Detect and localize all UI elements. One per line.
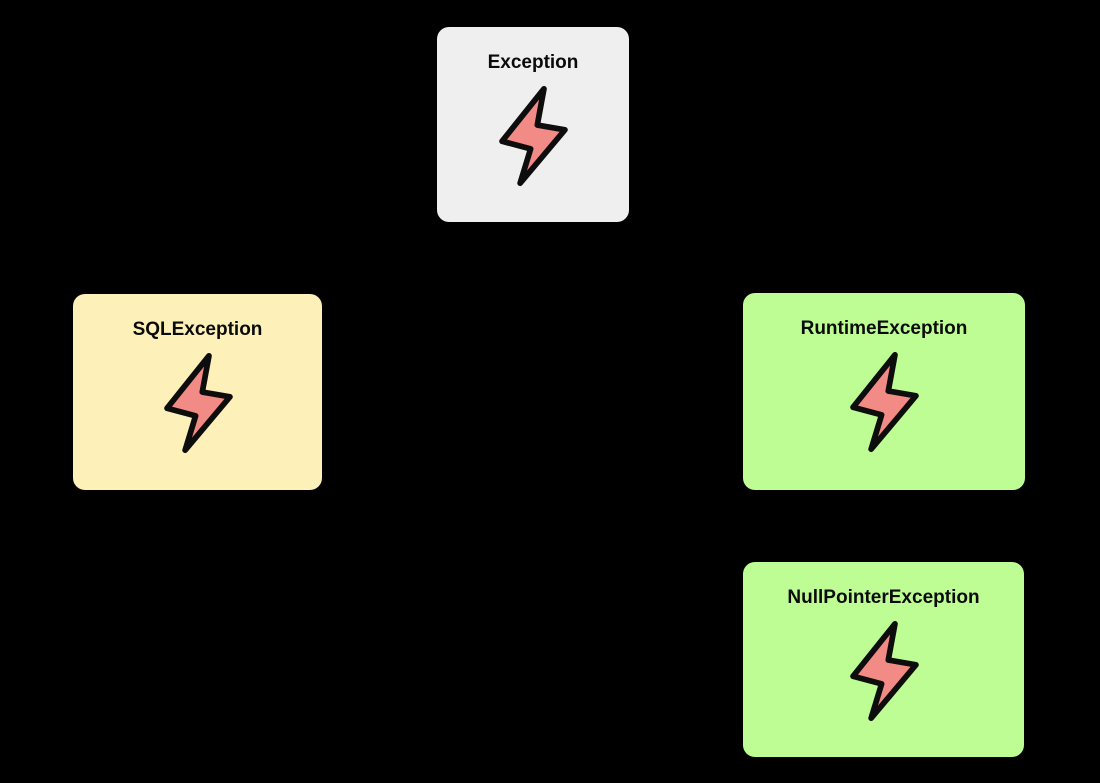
lightning-bolt-icon xyxy=(849,620,919,722)
lightning-bolt-icon xyxy=(499,85,568,187)
node-runtimeexception-label: RuntimeException xyxy=(800,318,968,339)
node-exception: Exception xyxy=(437,27,629,222)
node-exception-label: Exception xyxy=(487,52,579,73)
node-runtimeexception: RuntimeException xyxy=(743,293,1025,490)
node-sqlexception-label: SQLException xyxy=(132,319,263,340)
lightning-bolt-icon xyxy=(850,351,919,453)
node-nullpointerexception: NullPointerException xyxy=(743,562,1024,757)
lightning-bolt-icon xyxy=(163,352,233,454)
node-sqlexception: SQLException xyxy=(73,294,322,490)
node-nullpointerexception-label: NullPointerException xyxy=(787,587,980,608)
